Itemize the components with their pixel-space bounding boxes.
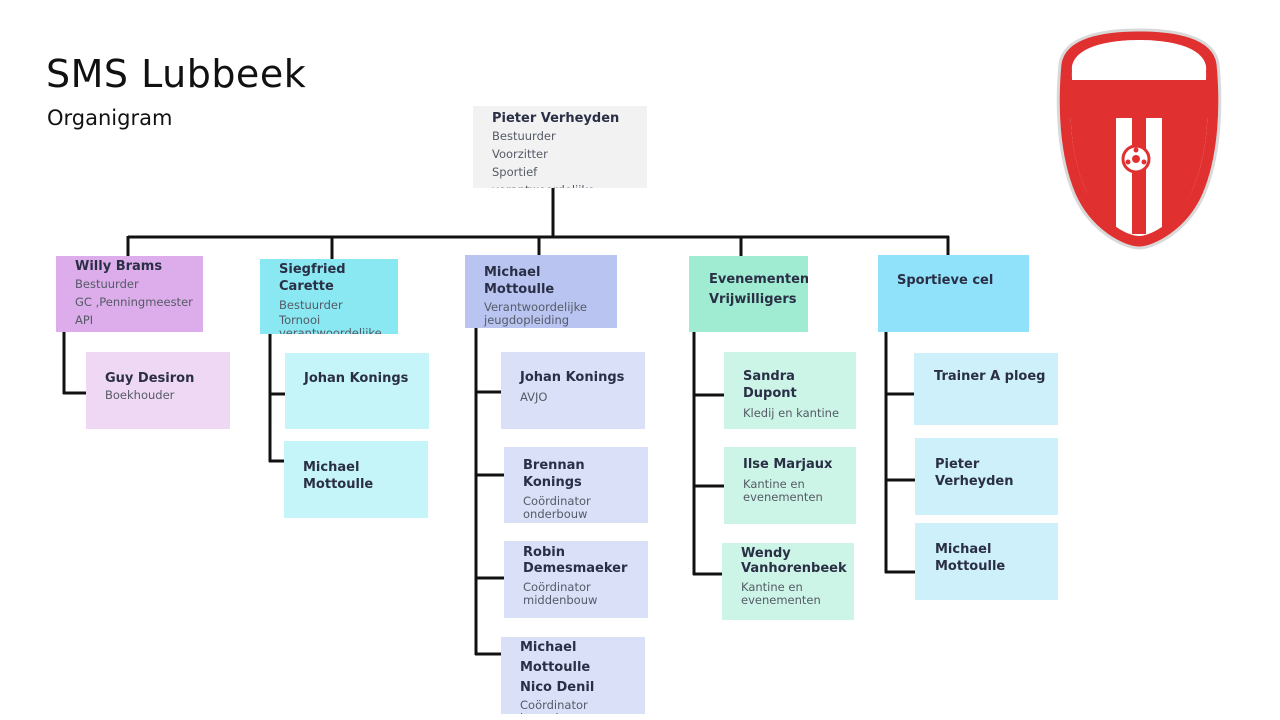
child-node-pieter-verheyden[interactable]: Pieter Verheyden [915,438,1058,515]
node-role: GC ,Penningmeester [75,295,193,309]
node-role: Coördinator onderbouw [523,494,591,521]
node-name: Vrijwilligers [709,292,797,307]
node-role: Sportief verantwoordelijke [492,165,595,188]
page-subtitle: Organigram [47,106,173,130]
node-role: Bestuurder [279,298,343,312]
node-name: Michael Mottoulle [520,640,591,675]
node-name: Sandra Dupont [743,369,797,401]
child-node-bovenbouw[interactable]: Michael Mottoulle Nico Denil Coördinator… [501,637,645,714]
club-logo [1054,26,1224,252]
page-title: SMS Lubbeek [46,52,307,96]
node-role: Coördinator bovenbouw [520,698,588,715]
branch-node-siegfried-carette[interactable]: Siegfried Carette Bestuurder Tornooi ver… [260,259,398,334]
child-node-wendy-vanhorenbeek[interactable]: Wendy Vanhorenbeek Kantine en evenemente… [722,543,854,620]
node-name: Guy Desiron [105,371,195,386]
node-name: Pieter Verheyden [935,457,1014,489]
root-node[interactable]: Pieter Verheyden Bestuurder Voorzitter S… [473,106,647,188]
node-name: Pieter Verheyden [492,111,620,126]
node-role: Kantine en evenementen [741,580,821,607]
child-node-guy-desiron[interactable]: Guy Desiron Boekhouder [86,352,230,429]
node-role: Voorzitter [492,147,548,161]
branch-node-michael-mottoulle[interactable]: Michael Mottoulle Verantwoordelijke jeug… [465,255,617,328]
child-node-michael-mottoulle-sport[interactable]: Michael Mottoulle [915,523,1058,600]
node-role: Bestuurder [492,129,556,143]
node-name: Brennan Konings [523,458,585,490]
branch-node-evenementen[interactable]: Evenementen Vrijwilligers [689,256,808,332]
node-role: API [75,313,94,327]
child-node-johan-konings[interactable]: Johan Konings [285,353,429,429]
child-node-johan-konings-avjo[interactable]: Johan Konings AVJO [501,352,645,429]
node-name: Sportieve cel [897,273,994,288]
node-name: Wendy Vanhorenbeek [741,546,847,576]
node-name: Evenementen [709,272,808,287]
node-role: Tornooi verantwoordelijke [279,313,382,335]
node-role: Kledij en kantine [743,406,840,420]
node-name: Ilse Marjaux [743,457,833,472]
node-name: Michael Mottoulle [484,265,555,297]
node-role: Kantine en evenementen [743,477,823,504]
node-role: Boekhouder [105,388,175,402]
node-role: Bestuurder [75,277,139,291]
node-name: Siegfried Carette [279,262,346,294]
child-node-brennan-konings[interactable]: Brennan Konings Coördinator onderbouw [504,447,648,523]
node-role: Coördinator middenbouw [523,580,598,607]
child-node-trainer-a-ploeg[interactable]: Trainer A ploeg [914,353,1058,425]
child-node-robin-demesmaeker[interactable]: Robin Demesmaeker Coördinator middenbouw [504,541,648,618]
node-name: Willy Brams [75,259,163,274]
branch-node-willy-brams[interactable]: Willy Brams Bestuurder GC ,Penningmeeste… [56,256,203,332]
branch-node-sportieve-cel[interactable]: Sportieve cel [878,255,1029,332]
node-role: Verantwoordelijke jeugdopleiding [484,300,587,327]
child-node-sandra-dupont[interactable]: Sandra Dupont Kledij en kantine [724,352,856,429]
node-name: Johan Konings [520,370,625,385]
node-name: Michael Mottoulle [303,460,374,492]
node-role: AVJO [520,390,548,404]
node-name: Michael Mottoulle [935,542,1006,574]
node-name: Trainer A ploeg [934,369,1046,384]
node-name: Johan Konings [304,371,409,386]
child-node-ilse-marjaux[interactable]: Ilse Marjaux Kantine en evenementen [724,447,856,524]
node-name: Nico Denil [520,680,595,695]
node-name: Robin Demesmaeker [523,545,628,576]
child-node-michael-mottoulle[interactable]: Michael Mottoulle [284,441,428,518]
